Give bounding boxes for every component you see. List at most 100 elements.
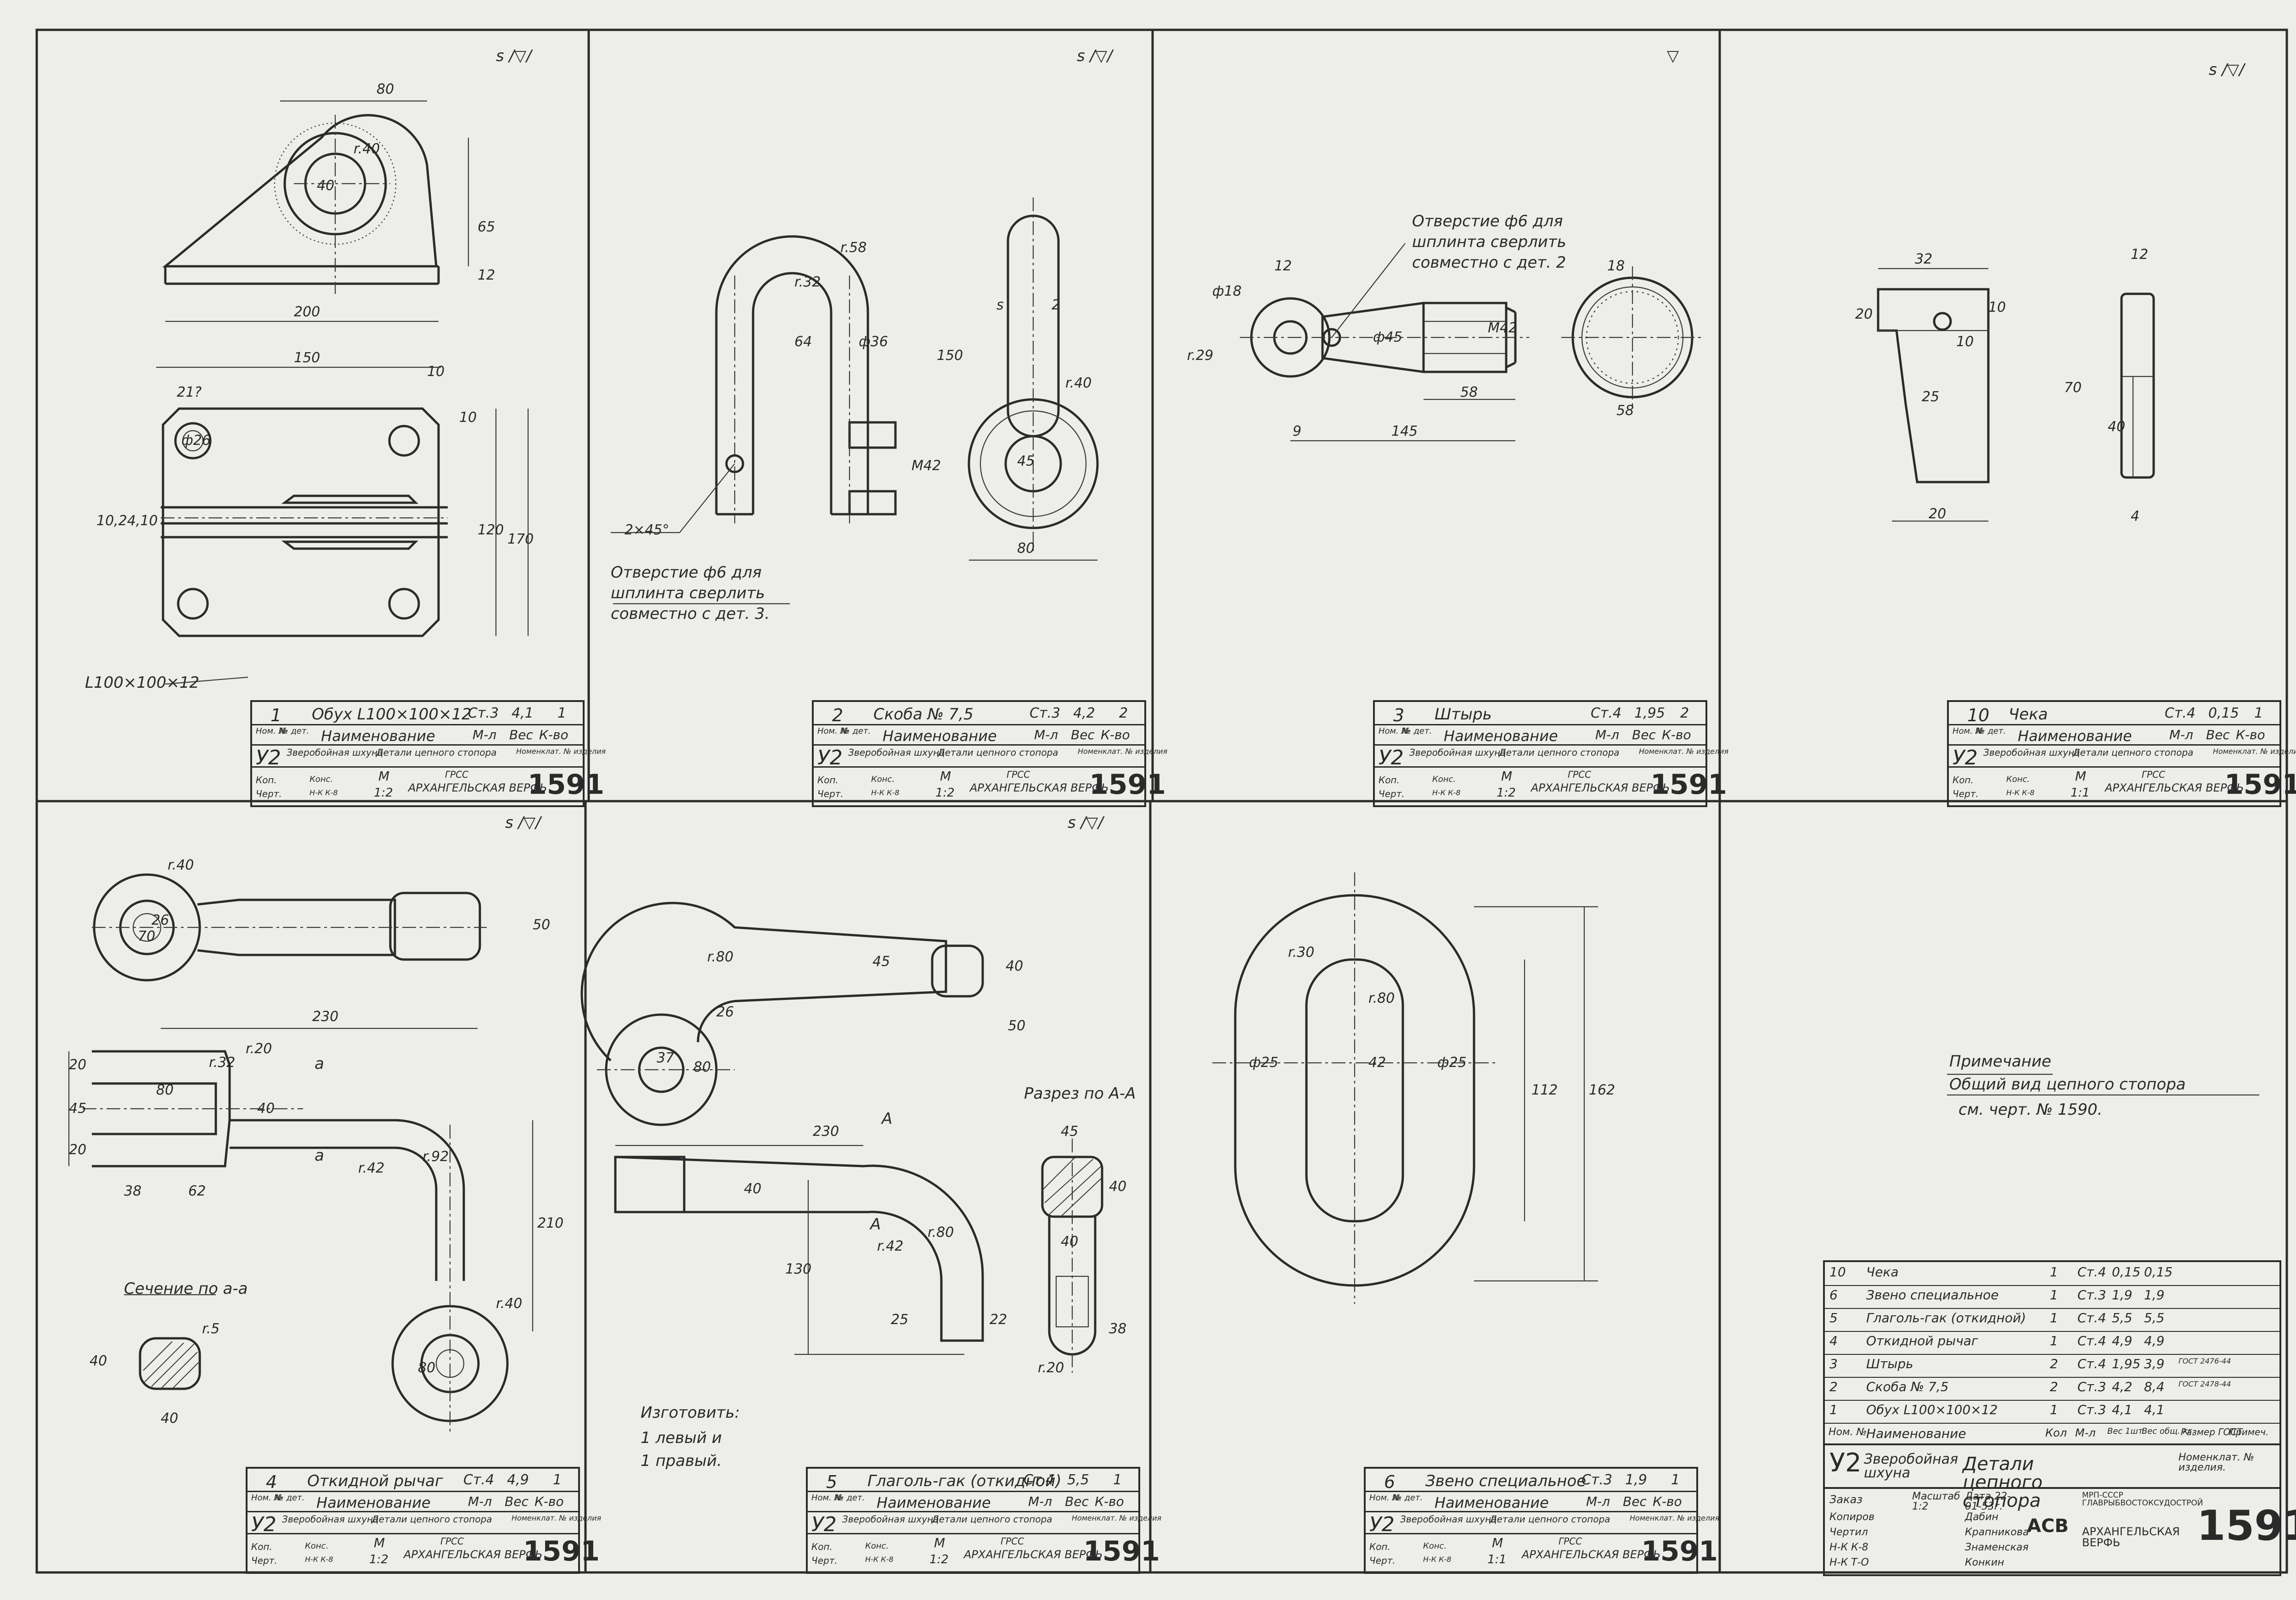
dimension-label: r.58: [840, 240, 867, 256]
part-number: 2: [832, 705, 844, 725]
part-number: 10: [1967, 705, 1990, 725]
label-nom: Ном. №: [817, 726, 849, 736]
dimension-label: 40: [1061, 1234, 1079, 1250]
label-det: № дет.: [1976, 726, 2006, 736]
hole-note: шплинта сверлить: [1412, 233, 1566, 251]
dimension-label: 62: [188, 1183, 206, 1199]
label-chert: Черт.: [251, 1555, 277, 1566]
dimension-label: ф25: [1249, 1055, 1278, 1071]
spec-date: Дата 22-01-53г.: [1965, 1491, 2011, 1512]
dimension-label: 20: [69, 1057, 87, 1073]
dimension-label: M42: [1488, 320, 1518, 336]
part-name: Скоба № 7,5: [873, 705, 974, 724]
label-kop: Коп.: [1953, 775, 1974, 786]
label-det: № дет.: [841, 726, 871, 736]
spec-cell: Ст.3: [2077, 1402, 2106, 1417]
label-det: № дет.: [280, 726, 310, 736]
dimension-label: 21?: [177, 384, 202, 400]
drawing-number: 1591: [523, 1535, 600, 1567]
label-details: Детали цепного стопора: [1499, 747, 1620, 758]
label-name: Наименование: [2018, 727, 2132, 745]
dimension-label: 45: [1061, 1123, 1079, 1140]
dimension-label: 32: [1915, 251, 1933, 267]
part-4-drawing: [68, 873, 534, 1432]
table-rule: [1825, 1377, 2279, 1378]
dimension-label: 2×45°: [625, 522, 670, 538]
dimension-label: 10: [427, 364, 445, 380]
label-chert: Черт.: [1379, 788, 1405, 799]
table-rule: [808, 1511, 1138, 1512]
dimension-label: 20: [1929, 506, 1947, 522]
label-vessel: Зверобойная шхуна: [848, 747, 945, 758]
label-kvo: К-во: [1101, 727, 1130, 742]
part-scale: 1:1: [1487, 1553, 1507, 1566]
dimension-label: ф26: [181, 432, 211, 449]
label-ves: Вес: [509, 727, 533, 742]
dimension-label: 25: [1922, 389, 1940, 405]
drawing-number: 1591: [1641, 1535, 1718, 1567]
make-note: 1 левый и: [641, 1429, 722, 1447]
spec-cell: 4: [1829, 1333, 1838, 1348]
spec-cell: Откидной рычаг: [1866, 1333, 1978, 1348]
label-ves: Вес: [1623, 1494, 1647, 1509]
label-nk: Н-К К-8: [1432, 788, 1461, 797]
table-rule: [1825, 1308, 2279, 1309]
label-yard: АРХАНГЕЛЬСКАЯ ВЕРФЬ: [2105, 781, 2244, 794]
label-grss: ГРСС: [440, 1536, 464, 1547]
dimension-label: 230: [312, 1009, 339, 1025]
table-rule: [1375, 744, 1705, 746]
table-rule: [1949, 724, 2279, 725]
dimension-label: 80: [1017, 540, 1035, 556]
spec-cell: 1: [2050, 1333, 2058, 1348]
spec-cell: 4,1: [2112, 1402, 2133, 1417]
label-kop: Коп.: [1379, 775, 1400, 786]
remark-line: Общий вид цепного стопора: [1949, 1075, 2186, 1094]
spec-cell: 5: [1829, 1310, 1838, 1325]
dimension-label: 145: [1391, 423, 1418, 439]
spec-cell: Ст.4: [2077, 1356, 2106, 1371]
spec-cell: Звено специальное: [1866, 1287, 1999, 1302]
table-rule: [1949, 744, 2279, 746]
dimension-label: 80: [377, 81, 394, 97]
label-details: Детали цепного стопора: [371, 1514, 492, 1525]
surface-mark: ▽: [1667, 47, 1679, 65]
label-name: Наименование: [321, 727, 435, 745]
part-6-drawing: [1212, 872, 1598, 1304]
label-name: Наименование: [1435, 1494, 1549, 1511]
label-m: М: [940, 769, 951, 784]
drawing-number: 1591: [528, 769, 604, 801]
label-uz: У2: [256, 746, 281, 769]
dimension-label: r.40: [354, 141, 380, 157]
label-nom: Ном. №: [251, 1493, 283, 1503]
spec-cell: 2: [2050, 1356, 2058, 1371]
dimension-label: 120: [478, 522, 504, 538]
dimension-label: 80: [156, 1082, 174, 1098]
label-vessel: Зверобойная шхуна: [1400, 1514, 1497, 1525]
part-scale: 1:2: [929, 1553, 949, 1566]
label-m: М: [1501, 769, 1513, 784]
spec-cell: 0,15: [2144, 1264, 2173, 1280]
dimension-label: 10: [1956, 334, 1974, 350]
dimension-label: r.40: [1065, 375, 1092, 391]
spec-nomenkl: Номенклат. № изделия.: [2178, 1452, 2255, 1473]
table-rule: [1366, 1533, 1696, 1534]
dimension-label: 45: [69, 1100, 87, 1117]
dimension-label: ф36: [859, 334, 888, 350]
dimension-label: r.80: [707, 949, 734, 965]
surface-mark: s /▽/: [1068, 814, 1103, 832]
dimension-label: 64: [794, 334, 812, 350]
label-name: Наименование: [316, 1494, 431, 1511]
label-kons: Конс.: [310, 775, 333, 784]
section-mark: a: [315, 1055, 324, 1073]
dimension-label: r.32: [794, 274, 821, 290]
label-det: № дет.: [1393, 1493, 1423, 1503]
spec-role: Н-К К-8: [1829, 1542, 1868, 1553]
surface-mark: s /▽/: [1077, 47, 1113, 65]
label-kons: Конс.: [865, 1541, 889, 1551]
label-yard: АРХАНГЕЛЬСКАЯ ВЕРФЬ: [404, 1548, 543, 1561]
label-ves: Вес: [1632, 727, 1656, 742]
label-m: М: [934, 1535, 945, 1550]
label-nomenkl: Номенклат. № изделия: [2213, 747, 2296, 756]
